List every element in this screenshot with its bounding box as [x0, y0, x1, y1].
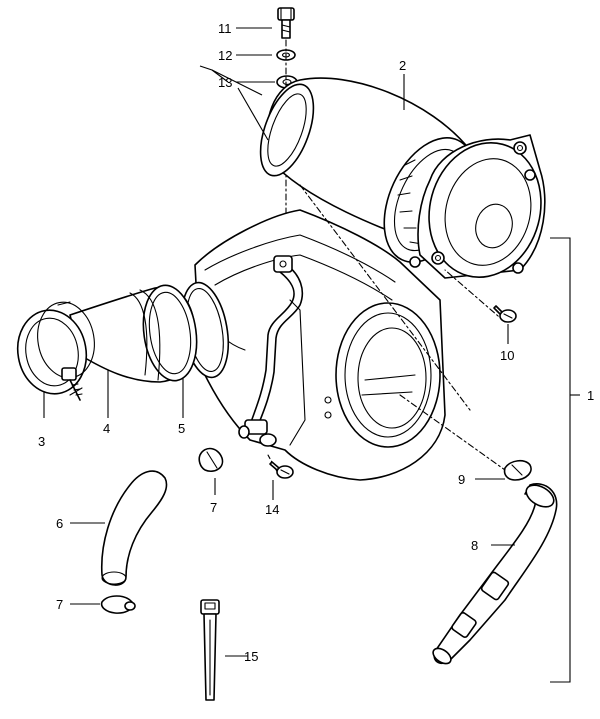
assembly-line-2 [399, 394, 506, 471]
part-hose-clamp [16, 301, 95, 401]
part-strap [200, 599, 220, 701]
part-clip-9 [503, 459, 532, 481]
callout-labels: 1 2 3 4 5 6 7 7 8 9 10 11 12 13 14 15 [38, 21, 594, 664]
leader-lines [43, 27, 580, 683]
callout-1: 1 [587, 388, 594, 403]
callout-4: 4 [103, 421, 110, 436]
callout-3: 3 [38, 434, 45, 449]
callout-13: 13 [218, 75, 232, 90]
callout-2: 2 [399, 58, 406, 73]
callout-9: 9 [458, 472, 465, 487]
callout-14: 14 [265, 502, 279, 517]
callout-6: 6 [56, 516, 63, 531]
part-screw-14 [269, 461, 294, 479]
callout-10: 10 [500, 348, 514, 363]
part-drain-hose [100, 470, 168, 586]
part-breather-hose [432, 483, 558, 665]
callout-5: 5 [178, 421, 185, 436]
part-clip-7-lower [100, 595, 136, 614]
part-filter-element [259, 77, 546, 279]
part-bolt [277, 7, 295, 39]
callout-12: 12 [218, 48, 232, 63]
assembly-line-1 [299, 184, 471, 411]
part-intake-boot [69, 284, 198, 383]
part-clip-7-upper [198, 447, 224, 473]
callout-7-lower: 7 [56, 597, 63, 612]
callout-15: 15 [244, 649, 258, 664]
callout-8: 8 [471, 538, 478, 553]
callout-11: 11 [218, 21, 232, 36]
part-screw-10 [493, 305, 517, 323]
part-air-cleaner-case [194, 209, 446, 481]
callout-7-upper: 7 [210, 500, 217, 515]
assembly-line-3 [444, 269, 506, 323]
